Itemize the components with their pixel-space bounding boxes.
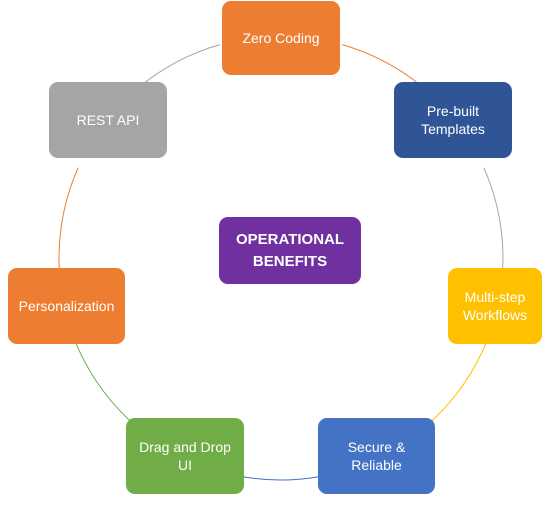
center-line-1: OPERATIONAL: [235, 230, 345, 248]
node-multistep-workflows: Multi-step Workflows: [448, 268, 542, 344]
node-prebuilt-templates: Pre-built Templates: [394, 82, 512, 158]
node-label-line-1: Multi-step: [464, 289, 526, 305]
node-drag-and-drop-ui: Drag and Drop UI: [126, 418, 244, 494]
node-secure-reliable: Secure & Reliable: [318, 418, 435, 494]
node-label: Personalization: [18, 298, 115, 314]
node-label-line-1: Drag and Drop: [139, 439, 231, 455]
center-node-operational-benefits: OPERATIONAL BENEFITS: [219, 217, 361, 284]
node-label: Zero Coding: [242, 30, 320, 46]
node-label-line-2: Templates: [421, 121, 485, 137]
center-line-2: BENEFITS: [252, 252, 328, 270]
node-personalization: Personalization: [8, 268, 125, 344]
node-label-line-1: Pre-built: [426, 103, 480, 119]
node-label-line-2: Reliable: [351, 457, 402, 473]
node-label-line-2: Workflows: [462, 307, 528, 323]
node-rest-api: REST API: [49, 82, 167, 158]
node-label-line-2: UI: [177, 457, 192, 473]
node-zero-coding: Zero Coding: [222, 1, 340, 75]
node-label: REST API: [76, 112, 140, 128]
node-label-line-1: Secure &: [347, 439, 406, 455]
